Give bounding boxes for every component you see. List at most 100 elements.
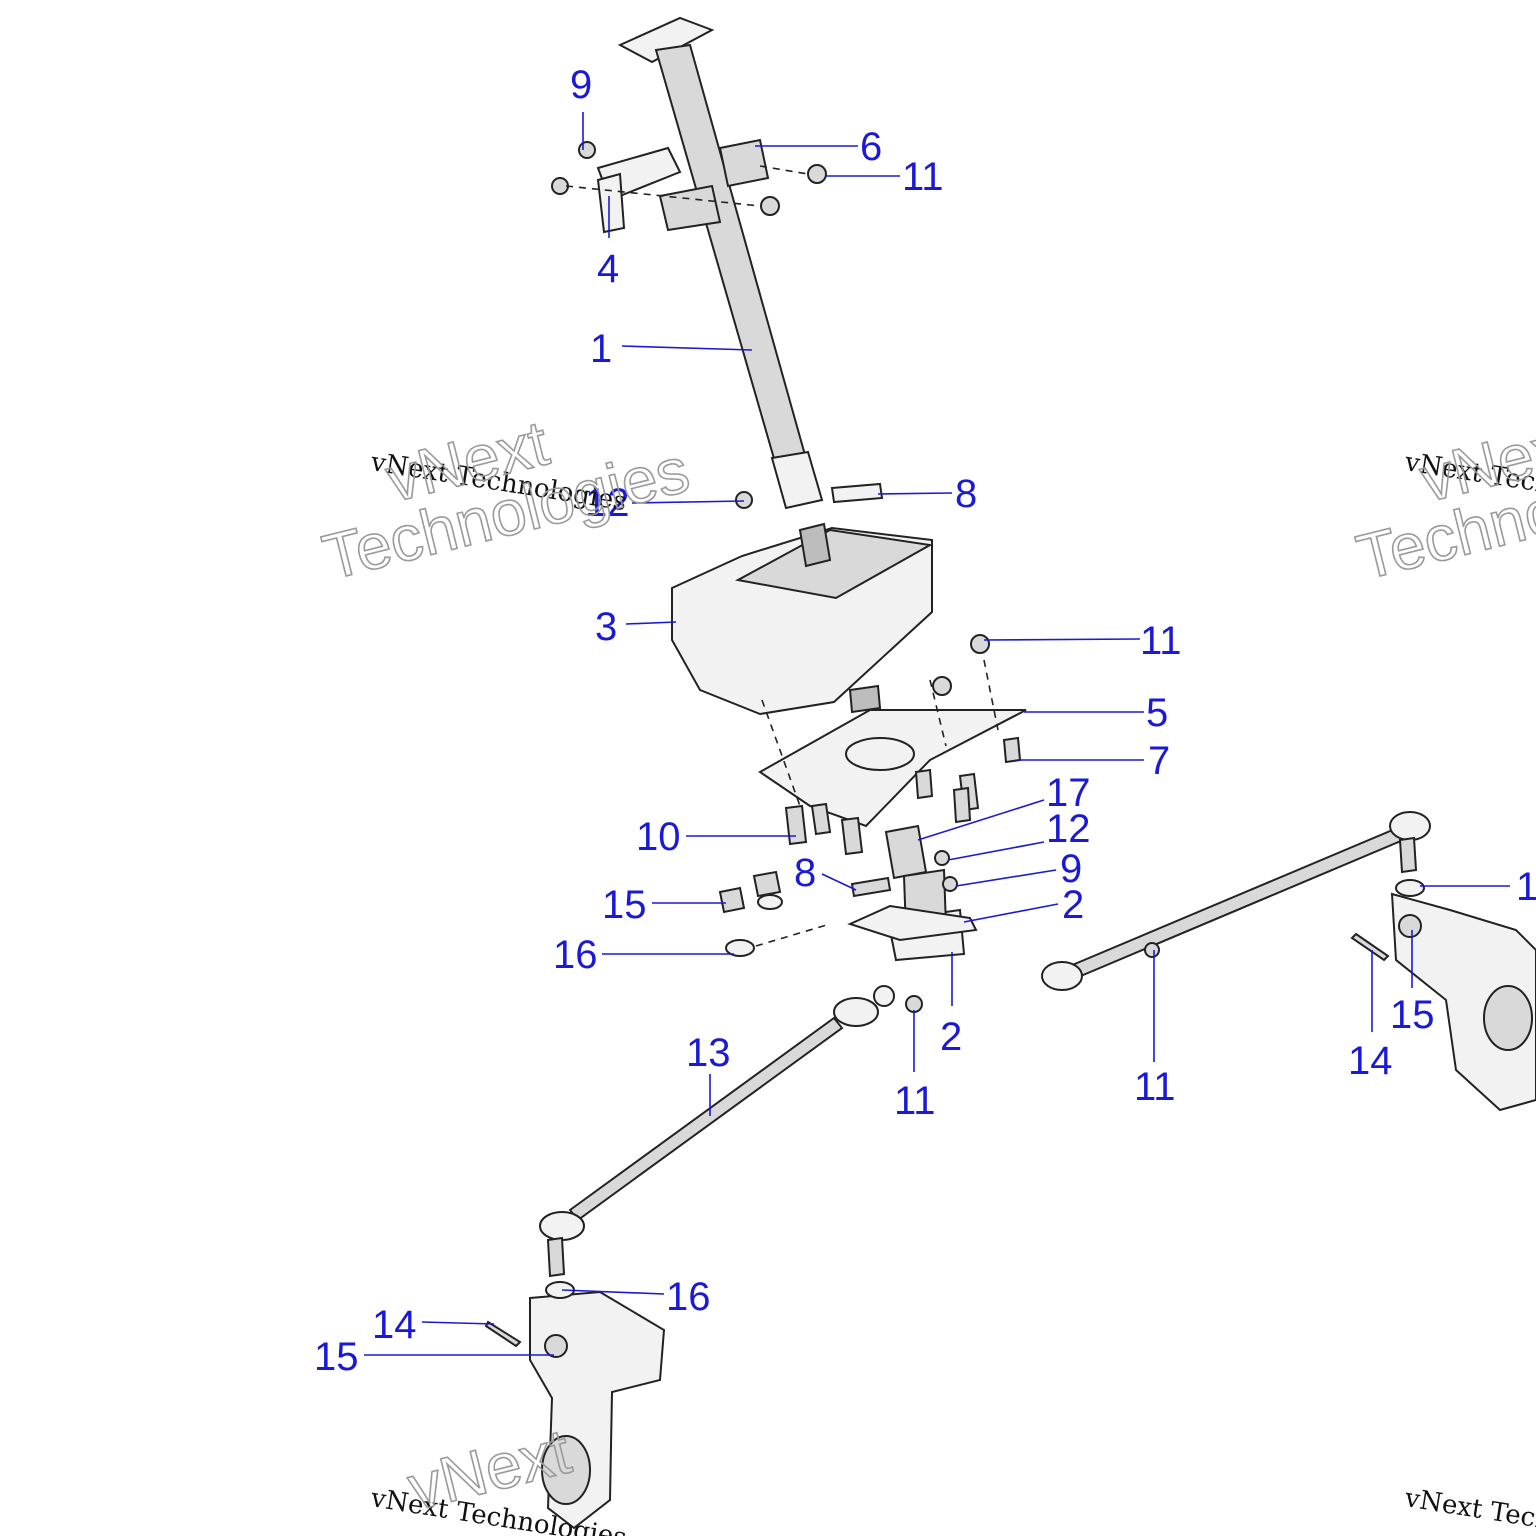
leader-lines <box>364 112 1510 1356</box>
sleeve-17 <box>884 824 928 880</box>
gearbox-output-spline <box>848 684 882 714</box>
callout-9b: 9 <box>1060 847 1082 891</box>
plate-hole <box>845 737 915 771</box>
callout-5: 5 <box>1146 691 1168 735</box>
ball-joint-centre <box>873 985 895 1007</box>
coupler-nut <box>735 491 753 509</box>
cotter-pin-14b <box>484 1320 522 1348</box>
callout-labels: 9 6 11 4 1 12 8 3 11 5 7 17 10 12 8 9 15… <box>314 63 1536 1379</box>
callout-14b: 14 <box>372 1303 417 1347</box>
coupler-bolt <box>830 482 884 504</box>
callout-11b: 11 <box>1140 619 1182 663</box>
leader-11b <box>983 638 1141 641</box>
bolt-plate-3 <box>952 786 972 824</box>
callout-8b: 8 <box>794 851 816 895</box>
callout-7: 7 <box>1148 739 1170 783</box>
callout-2a: 2 <box>1062 883 1084 927</box>
shaft-coupler <box>770 450 824 510</box>
dash-washer <box>755 923 831 947</box>
bushing-upper <box>718 138 770 188</box>
pin-9-lower <box>942 876 958 892</box>
bolt-8-lower <box>850 876 892 898</box>
callout-3: 3 <box>595 605 617 649</box>
leader-14b <box>421 1321 495 1325</box>
gearbox-input-spline <box>798 522 832 568</box>
knuckle-left-bore <box>541 1435 591 1505</box>
leader-9b <box>955 869 1057 887</box>
bolt-plate-1 <box>914 768 934 800</box>
leader-17 <box>917 799 1045 841</box>
nut-11-plate <box>970 634 990 654</box>
callout-15b: 15 <box>1390 993 1435 1037</box>
leader-8b <box>821 873 857 891</box>
callout-2b: 2 <box>940 1015 962 1059</box>
dash-plate-left <box>761 699 801 807</box>
bolt-4-head <box>551 177 569 195</box>
tie-rod-right <box>1068 824 1410 980</box>
tie-rod-left-end-upper <box>833 997 879 1027</box>
nut-lower-clamp <box>760 196 780 216</box>
flange-nut-15b <box>752 870 782 898</box>
nut-11-upper <box>807 164 827 184</box>
callout-1r: 1 <box>1516 865 1536 909</box>
tie-rod-left-end-lower <box>539 1211 585 1241</box>
watermark-small-bottom-right: vNext Technologies <box>1402 1483 1536 1536</box>
flange-nut-15a <box>718 886 746 914</box>
callout-15c: 15 <box>314 1335 359 1379</box>
callout-1: 1 <box>590 327 612 371</box>
bushing-lower <box>658 184 722 232</box>
knuckle-right <box>1390 892 1536 1112</box>
watermark-bottom-right: vNext Technologies <box>1402 1483 1536 1536</box>
dash-plate-mid <box>929 679 947 747</box>
tie-rod-right-stud <box>1398 836 1418 874</box>
nut-11-right <box>1144 942 1160 958</box>
watermarks: vNext Technologies vNext Technologies vN… <box>315 406 1536 1536</box>
leader-1 <box>621 345 753 351</box>
callout-11c: 11 <box>894 1079 936 1123</box>
line-art <box>484 16 1536 1530</box>
callout-16b: 16 <box>666 1275 711 1319</box>
bolt-10b <box>810 802 832 836</box>
column-top-plate <box>617 16 715 64</box>
callout-6: 6 <box>860 125 882 169</box>
washer-right <box>1395 879 1425 897</box>
callout-14a: 14 <box>1348 1039 1393 1083</box>
callout-11a: 11 <box>902 155 944 199</box>
callout-12b: 12 <box>1046 807 1091 851</box>
tie-rod-right-end-outer <box>1389 811 1431 841</box>
dash-clamp-upper <box>759 165 809 175</box>
leader-8a <box>877 492 953 495</box>
gearbox-top <box>735 528 934 600</box>
callout-15a: 15 <box>602 883 647 927</box>
callout-11d: 11 <box>1134 1065 1176 1109</box>
washer-16a <box>725 939 755 957</box>
bolt-7 <box>1002 736 1022 764</box>
washer-centre-a <box>757 894 783 910</box>
bolt-10a <box>784 804 808 846</box>
steering-shaft <box>654 43 807 464</box>
cotter-pin-14a <box>1350 932 1390 962</box>
pitman-flange <box>847 904 978 942</box>
callout-8a: 8 <box>955 472 977 516</box>
leader-16b <box>561 1289 665 1295</box>
callout-4: 4 <box>597 247 619 291</box>
watermark-big-centre: vNext Technologies <box>315 406 697 595</box>
clamp-bracket-left <box>596 172 626 234</box>
knuckle-right-bore <box>1483 985 1533 1051</box>
castle-nut-15c <box>544 1334 568 1358</box>
nut-plate-mid <box>932 676 952 696</box>
callout-13: 13 <box>686 1031 731 1075</box>
leader-12a <box>631 500 745 504</box>
callout-12a: 12 <box>585 481 630 525</box>
callout-17: 17 <box>1046 771 1091 815</box>
leader-3 <box>625 621 677 625</box>
callout-10: 10 <box>636 815 681 859</box>
tie-rod-right-end-inner <box>1041 961 1083 991</box>
leader-12b <box>947 841 1045 861</box>
dash-clamp-lower <box>565 185 761 207</box>
nut-11-centre <box>905 995 923 1013</box>
bolt-10c <box>840 816 864 856</box>
tie-rod-left-stud <box>546 1236 566 1278</box>
callout-16a: 16 <box>553 933 598 977</box>
